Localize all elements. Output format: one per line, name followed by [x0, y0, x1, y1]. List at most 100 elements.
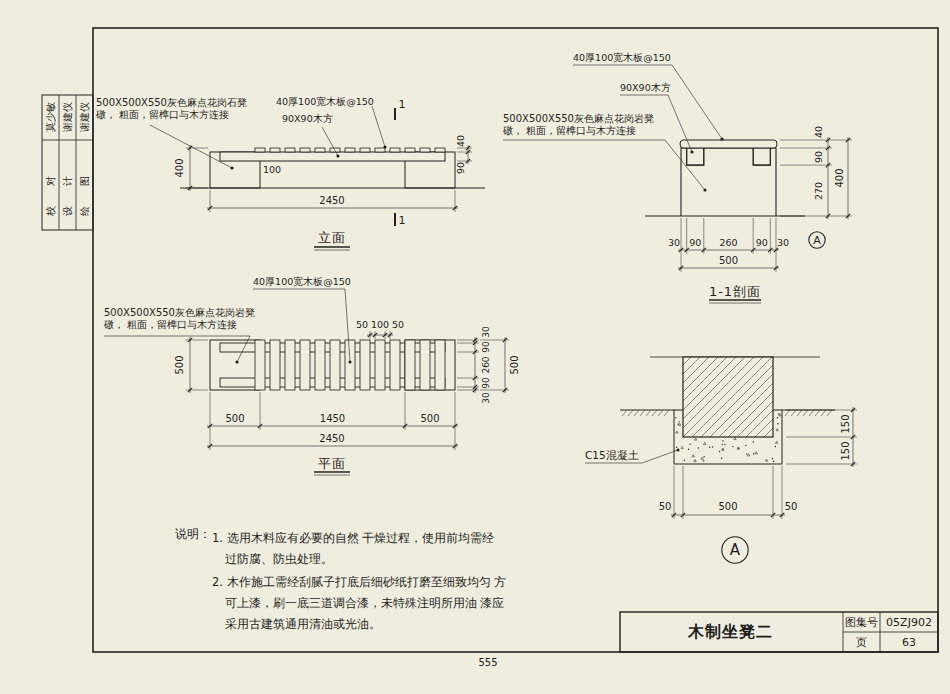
title-underline [314, 246, 350, 248]
granite-block [210, 340, 260, 390]
concrete-aggregate [692, 455, 695, 457]
stone-hatch-line [737, 357, 773, 437]
dimension-number: 500 [718, 502, 737, 512]
earth-hatch [821, 410, 826, 416]
concrete-aggregate [684, 460, 685, 461]
dimension-tick [780, 513, 784, 517]
section-mark-number: 1 [399, 99, 406, 110]
dimension-number: 90 [482, 341, 491, 352]
concrete-aggregate [722, 448, 725, 450]
title-underline [314, 250, 350, 251]
leader-line [665, 140, 705, 190]
dimension-number: 500 [175, 355, 185, 374]
leader-line [104, 336, 250, 337]
stone-hatch-line [683, 357, 736, 437]
dimension-number: 90 [482, 377, 491, 388]
leader-line [322, 127, 338, 156]
wood-board [330, 340, 340, 390]
title-underline [314, 471, 350, 473]
concrete-aggregate [677, 423, 678, 424]
concrete-aggregate [689, 443, 690, 444]
dimension-tick [258, 424, 262, 428]
dimension-number: 400 [835, 168, 845, 187]
concrete-aggregate [775, 441, 778, 443]
concrete-aggregate [675, 417, 676, 418]
stone-hatch-line [692, 357, 772, 437]
leader-dot [336, 154, 339, 157]
dimension-tick [771, 513, 775, 517]
extension-line [776, 254, 777, 272]
dimension-tick [208, 444, 212, 448]
dimension-tick [679, 248, 683, 252]
callout-text: 500X500X550灰色麻点花岗岩凳礅， 粗面，留榫口与木方连接 [503, 113, 668, 137]
board-end [405, 148, 415, 152]
leader-dot [703, 188, 706, 191]
earth-hatch [664, 410, 669, 416]
concrete-aggregate [773, 461, 774, 462]
signature-strip [42, 95, 93, 230]
view-title: 1-1剖面 [709, 285, 761, 298]
dimension-tick [685, 248, 689, 252]
wood-board [405, 340, 415, 390]
title-block-text: 05ZJ902 [886, 617, 932, 628]
concrete-aggregate [719, 451, 720, 452]
dimension-tick [751, 248, 755, 252]
board-end [375, 148, 385, 152]
dimension-tick [473, 341, 477, 345]
dimension-tick [774, 266, 778, 270]
concrete-aggregate [688, 449, 689, 450]
extension-line [457, 152, 472, 153]
drawing-title: 木制坐凳二 [688, 624, 773, 640]
extension-line [686, 218, 687, 254]
dimension-number: 30 [668, 238, 680, 248]
leader-dot [383, 145, 386, 148]
leader-line [503, 140, 665, 141]
leader-line [345, 289, 350, 362]
dimension-tick [672, 513, 676, 517]
concrete-aggregate [755, 452, 758, 454]
concrete-aggregate [777, 423, 778, 424]
concrete-aggregate [698, 447, 699, 448]
concrete-aggregate [722, 444, 723, 445]
extension-line [681, 218, 682, 254]
dimension-number: 1450 [320, 414, 345, 424]
leader-dot [235, 360, 238, 363]
title-block-line [843, 632, 938, 633]
dimension-number: 40 [814, 126, 824, 138]
dimension-tick [466, 146, 470, 150]
wood-board [435, 340, 445, 390]
leader-line [372, 106, 385, 147]
leader-line [668, 95, 692, 152]
board-end [390, 148, 400, 152]
dimension-tick [503, 388, 507, 392]
dimension-number: 400 [175, 158, 185, 177]
concrete-aggregate [676, 431, 679, 433]
dimension-line [190, 145, 191, 191]
extension-line [786, 437, 857, 438]
dimension-tick [681, 513, 685, 517]
dimension-line [207, 208, 458, 209]
dimension-tick [373, 333, 377, 337]
callout-text: 40厚100宽木板@150 [573, 52, 671, 63]
concrete-aggregate [712, 446, 713, 447]
dimension-number: 150 [841, 414, 851, 433]
earth-hatch [803, 410, 808, 416]
earth-hatch [658, 410, 663, 416]
signature-strip-line [59, 95, 60, 230]
title-underline [709, 299, 761, 301]
dimension-number: 50 [356, 320, 368, 330]
title-block-text: 图集号 [845, 617, 878, 628]
extension-line [457, 148, 472, 149]
view-title: 平面 [318, 457, 346, 470]
board-end [315, 148, 325, 152]
concrete-aggregate [678, 421, 679, 422]
dimension-number: 100 [371, 320, 389, 330]
dimension-tick [679, 266, 683, 270]
extension-line [753, 218, 754, 254]
dimension-number: 50 [785, 502, 798, 512]
wood-board [300, 340, 310, 390]
leader-dot [720, 137, 723, 140]
stone-hatch-line [683, 357, 754, 437]
signature-role: 绘图 [80, 156, 90, 216]
leader-dot [676, 448, 679, 451]
